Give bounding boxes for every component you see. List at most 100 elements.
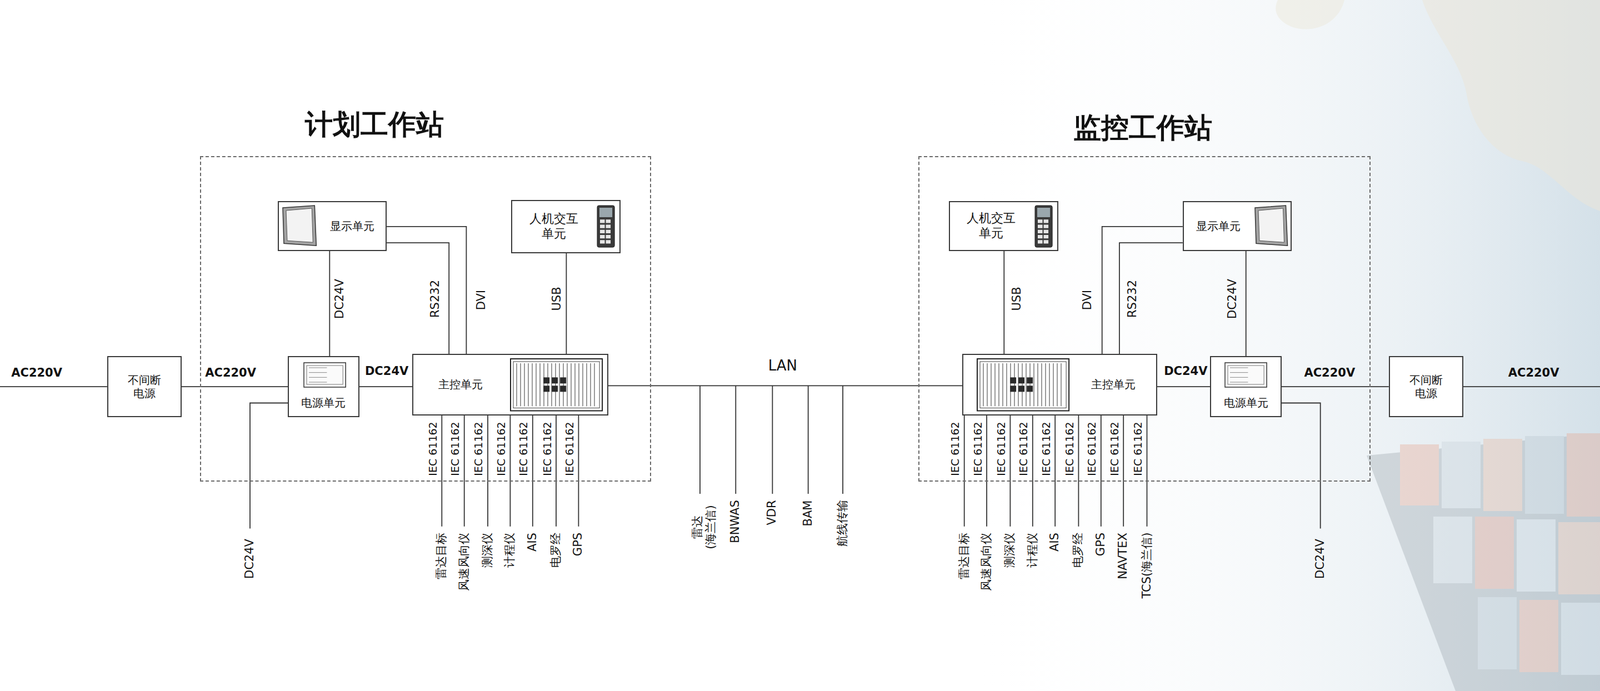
keypad-key xyxy=(1037,225,1043,229)
device-label-holder: IEC 61162 xyxy=(994,422,1008,477)
signal-wire xyxy=(1010,415,1012,527)
keypad-icon xyxy=(1034,205,1053,248)
device-label-holder: IEC 61162 xyxy=(1062,422,1076,477)
device-label-holder: IEC 61162 xyxy=(971,422,984,477)
connector xyxy=(1119,242,1183,354)
chassis-block xyxy=(552,377,559,384)
device-label-holder: AC220V xyxy=(11,366,63,381)
chassis-frame xyxy=(980,361,1067,409)
chassis-fin xyxy=(532,363,533,407)
ship-illustration xyxy=(1366,433,1600,691)
signal-label: LAN xyxy=(768,357,798,375)
chassis-fin xyxy=(1041,363,1042,407)
device-label-holder: 测深仪 xyxy=(1003,532,1018,568)
psu-icon xyxy=(303,362,347,388)
monitor-screen xyxy=(1258,208,1285,243)
text-area: 人机交互 单元 xyxy=(513,202,595,252)
psu-panel xyxy=(306,365,343,385)
signal-wire xyxy=(1032,415,1034,527)
device-label-holder: IEC 61162 xyxy=(1039,422,1053,477)
device-label-holder: AIS xyxy=(525,532,540,552)
signal-wire xyxy=(555,415,557,527)
keypad-key xyxy=(606,230,612,234)
chassis-fin xyxy=(516,363,518,407)
device-label: IEC 61162 xyxy=(994,422,1008,477)
land-shape xyxy=(1422,0,1600,212)
device-label: BAM xyxy=(801,500,815,527)
power-wire xyxy=(0,386,108,388)
signal-label: DVI xyxy=(474,290,488,310)
device-label: IEC 61162 xyxy=(562,422,576,477)
device-label: IEC 61162 xyxy=(1107,422,1121,477)
chassis-block xyxy=(1010,377,1017,384)
psu-vent xyxy=(308,367,327,369)
device-label-holder: DC24V xyxy=(242,538,257,579)
keypad-key xyxy=(606,219,612,223)
connector xyxy=(359,386,413,388)
chassis-fin xyxy=(990,363,992,407)
device-label-holder: IEC 61162 xyxy=(517,422,530,477)
text-area: 不间断 电源 xyxy=(1388,356,1464,418)
chassis-block xyxy=(1010,385,1017,392)
box-label: 显示单元 xyxy=(330,219,375,233)
chassis-fin xyxy=(1013,363,1015,407)
device-label: IEC 61162 xyxy=(1017,422,1030,477)
chassis-block xyxy=(560,385,567,392)
psu-panel xyxy=(1227,365,1264,385)
hmi-unit-box: 人机交互 单元 xyxy=(948,201,1059,252)
device-label-holder: 雷达目标 xyxy=(435,532,449,580)
chassis-block xyxy=(1018,377,1025,384)
chassis-frame xyxy=(513,361,600,409)
signal-wire xyxy=(463,415,465,527)
box-label: 主控单元 xyxy=(1091,377,1136,392)
device-label: 测深仪 xyxy=(1003,532,1018,568)
connector xyxy=(386,226,467,354)
device-label-holder: IEC 61162 xyxy=(1085,422,1099,477)
connector xyxy=(566,253,568,355)
signal-label: RS232 xyxy=(428,280,443,318)
chassis-fin xyxy=(1002,363,1003,407)
signal-label: DC24V xyxy=(332,278,347,319)
chassis-fin xyxy=(1033,363,1034,407)
device-label-holder: VDR xyxy=(765,500,780,525)
chassis-fin xyxy=(543,363,545,407)
device-label-holder: 雷达 (海兰信) xyxy=(690,500,718,554)
device-label: IEC 61162 xyxy=(472,422,485,477)
device-label-holder: DC24V xyxy=(1313,538,1328,579)
device-label-holder: 风速风向仪 xyxy=(980,532,994,592)
device-label-holder: 电罗经 xyxy=(1071,532,1086,568)
psu-vent xyxy=(1230,377,1248,378)
chassis-fin xyxy=(594,363,595,407)
signal-label: USB xyxy=(550,287,564,312)
chassis-body xyxy=(977,358,1069,412)
device-label: 电罗经 xyxy=(1071,532,1086,568)
box-label: 人机交互 单元 xyxy=(964,211,1019,241)
device-label-holder: IEC 61162 xyxy=(426,422,439,477)
psu-icon xyxy=(1224,362,1268,388)
power-wire xyxy=(1281,403,1321,529)
lan-tap-line xyxy=(842,385,844,494)
device-label: GPS xyxy=(1093,532,1108,557)
device-label-holder: 航线传输 xyxy=(836,500,850,547)
keypad-key xyxy=(600,240,605,244)
keypad-key xyxy=(600,235,605,239)
signal-wire xyxy=(487,415,489,527)
device-label-holder: IEC 61162 xyxy=(494,422,508,477)
connector-label-holder: LAN xyxy=(768,357,798,375)
signal-label: DC24V xyxy=(1163,364,1208,378)
device-label: GPS xyxy=(571,532,586,557)
lan-tap-line xyxy=(772,385,774,494)
device-label: AC220V xyxy=(11,366,63,381)
rack-icon xyxy=(976,358,1070,412)
device-label-holder: BAM xyxy=(801,500,815,527)
connector-label-holder: AC220V xyxy=(205,366,257,381)
chassis-fin xyxy=(540,363,541,407)
monitor-icon xyxy=(281,205,318,247)
chassis-fin xyxy=(551,363,553,407)
display-unit-box: 显示单元 xyxy=(277,201,388,252)
main-control-box: 主控单元 xyxy=(962,353,1158,415)
device-label: IEC 61162 xyxy=(517,422,530,477)
chassis-block xyxy=(1018,385,1025,392)
keypad-key xyxy=(1037,230,1043,234)
